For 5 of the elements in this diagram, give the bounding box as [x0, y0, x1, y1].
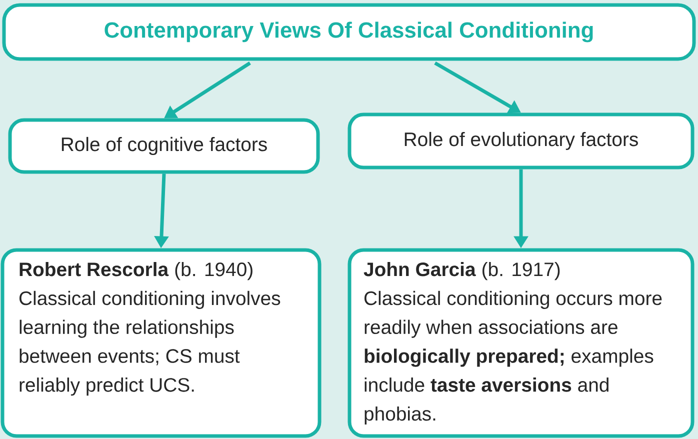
description-box: Robert Rescorla (b. 1940) Classical conditioning involves learning the relationships between events; CS must reliably predict UCS. — [0, 248, 322, 438]
description-box: John Garcia (b. 1917) Classical conditioning occurs more readily when associations are biologically prepared; examples include taste aversions and phobias. — [348, 248, 694, 438]
category-box: Role of cognitive factors — [8, 118, 320, 174]
title-box: Contemporary Views Of Classical Conditioning — [2, 3, 696, 61]
category-box: Role of evolutionary factors — [348, 112, 694, 170]
